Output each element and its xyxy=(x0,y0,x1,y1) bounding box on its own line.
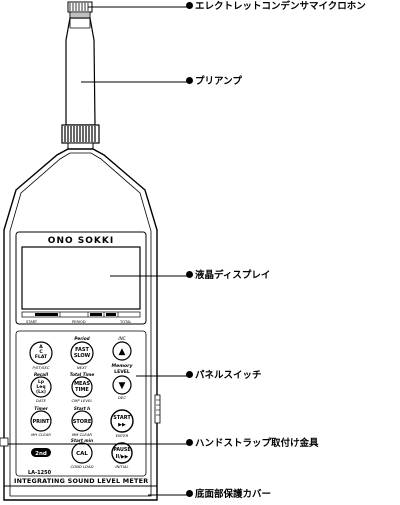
print-key[interactable]: Timer PRINT MH CLEAR xyxy=(30,406,52,437)
svg-text:Recall: Recall xyxy=(34,372,49,377)
svg-text:C: C xyxy=(39,349,43,355)
svg-text:PRINT: PRINT xyxy=(33,419,51,425)
scale-period: PERIOD xyxy=(72,320,86,324)
svg-text:CMP LEVEL: CMP LEVEL xyxy=(71,398,92,403)
bullet-icon xyxy=(186,490,193,497)
svg-text:SLOW: SLOW xyxy=(74,353,91,359)
svg-text:CAL: CAL xyxy=(76,451,88,457)
knurled-ring xyxy=(61,124,100,150)
svg-text:▲: ▲ xyxy=(119,347,126,357)
meas-time-key[interactable]: Total Time MEAS TIME CMP LEVEL xyxy=(70,372,95,403)
bullet-icon xyxy=(186,371,193,378)
svg-text:STORE: STORE xyxy=(73,419,92,425)
flat-key[interactable]: A C FLAT P/ST/SEC xyxy=(29,341,53,370)
svg-text:Leq: Leq xyxy=(36,384,45,390)
model-label: LA-1250 xyxy=(28,470,52,476)
preamp xyxy=(65,17,96,126)
svg-text:PAUSE: PAUSE xyxy=(113,447,130,453)
svg-text:▼: ▼ xyxy=(119,381,126,391)
svg-text:Start h: Start h xyxy=(74,406,90,411)
svg-text:▶▶: ▶▶ xyxy=(118,422,126,428)
key-panel: A C FLAT P/ST/SEC Period FAST SLOW NEXT … xyxy=(15,330,147,477)
callout-panel-switch: パネルスイッチ xyxy=(186,370,262,382)
microphone xyxy=(67,1,93,19)
svg-text:MEAS: MEAS xyxy=(74,381,90,387)
scale-start: START xyxy=(26,320,38,324)
up-key[interactable]: INC ▲ xyxy=(112,336,132,361)
svg-text:ENTER: ENTER xyxy=(116,433,129,438)
svg-text:MM CLEAR: MM CLEAR xyxy=(72,432,93,437)
scale-total: TOTAL xyxy=(119,320,131,324)
leader-lines xyxy=(8,6,188,496)
memory-level-label: Memory LEVEL xyxy=(112,363,134,375)
svg-text:Timer: Timer xyxy=(34,406,48,411)
svg-text:NEXT: NEXT xyxy=(77,365,88,370)
brand-label: ONO SOKKI xyxy=(48,236,114,246)
bullet-icon xyxy=(186,271,193,278)
svg-text:INITIAL: INITIAL xyxy=(115,464,128,469)
svg-text:INC: INC xyxy=(118,336,125,341)
callout-preamp: プリアンプ xyxy=(186,76,242,88)
lcd-screen xyxy=(21,246,141,310)
second-function-key[interactable]: 2nd xyxy=(31,448,51,457)
cal-key[interactable]: Start min CAL COND LOAD xyxy=(70,438,93,469)
svg-text:Lp: Lp xyxy=(38,379,45,385)
store-key[interactable]: Start h STORE MM CLEAR xyxy=(71,406,93,437)
start-key[interactable]: START ▶▶ ENTER xyxy=(110,409,134,438)
callout-lcd: 液晶ディスプレイ xyxy=(186,270,270,282)
svg-text:II/▶▶: II/▶▶ xyxy=(116,454,129,460)
svg-text:2nd: 2nd xyxy=(35,451,47,457)
svg-text:MH CLEAR: MH CLEAR xyxy=(31,432,51,437)
svg-text:(Lx): (Lx) xyxy=(36,389,46,395)
callout-microphone: エレクトレットコンデンサマイクロホン xyxy=(186,1,366,13)
product-name: INTEGRATING SOUND LEVEL METER xyxy=(14,477,148,485)
bullet-icon xyxy=(186,439,193,446)
svg-text:FLAT: FLAT xyxy=(35,354,48,360)
pause-key[interactable]: PAUSE II/▶▶ INITIAL xyxy=(111,442,133,469)
svg-text:START: START xyxy=(113,415,131,421)
fast-slow-key[interactable]: Period FAST SLOW NEXT xyxy=(70,336,94,370)
svg-text:A: A xyxy=(39,344,43,350)
svg-text:COND LOAD: COND LOAD xyxy=(70,464,93,469)
svg-text:DATE: DATE xyxy=(36,398,47,403)
bullet-icon xyxy=(186,77,193,84)
display-area: ONO SOKKI START PERIOD TOTAL xyxy=(15,231,147,325)
callout-bottom-cover: 底面部保護カバー xyxy=(186,489,271,501)
svg-text:FAST: FAST xyxy=(75,347,89,353)
lp-leq-key[interactable]: Recall Lp Leq (Lx) DATE xyxy=(30,372,52,403)
svg-text:Period: Period xyxy=(74,336,90,341)
svg-text:DEC: DEC xyxy=(118,395,126,400)
svg-text:P/ST/SEC: P/ST/SEC xyxy=(32,365,49,370)
svg-text:LEVEL: LEVEL xyxy=(114,369,130,375)
svg-text:TIME: TIME xyxy=(75,387,89,393)
bullet-icon xyxy=(186,2,193,9)
svg-text:Start min: Start min xyxy=(71,438,93,443)
svg-text:Total Time: Total Time xyxy=(70,372,95,377)
svg-text:Memory: Memory xyxy=(112,363,134,369)
callout-strap-mount: ハンドストラップ取付け金具 xyxy=(186,438,319,450)
down-key[interactable]: ▼ DEC xyxy=(112,375,132,400)
